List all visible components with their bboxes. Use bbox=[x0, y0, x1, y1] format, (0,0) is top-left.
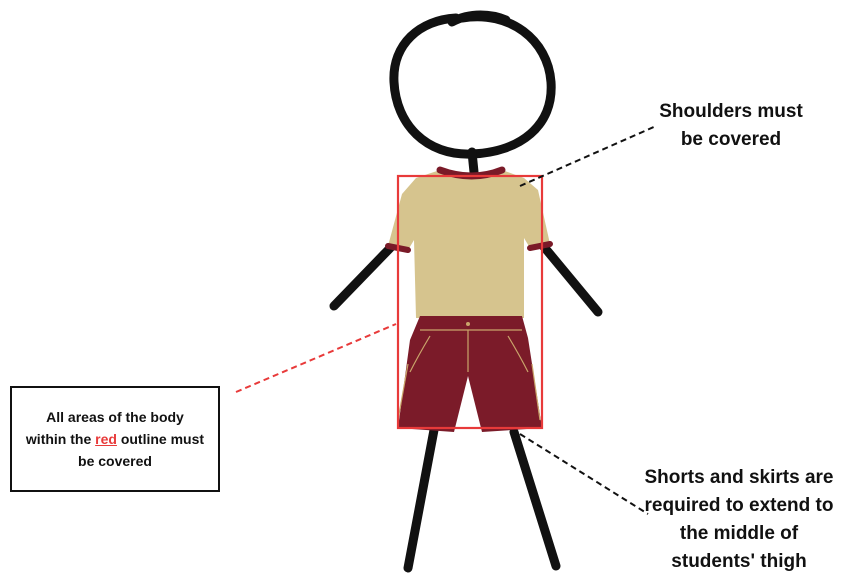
outline-note-line-2: within the red outline must bbox=[17, 428, 213, 450]
shorts bbox=[398, 316, 542, 432]
outline-note-box: All areas of the body within the red out… bbox=[10, 386, 220, 492]
shorts-callout-line-3: the middle of bbox=[636, 520, 842, 548]
shorts-callout-line-1: Shorts and skirts are bbox=[636, 464, 842, 492]
outline-note-line-3: be covered bbox=[17, 450, 213, 472]
shorts-callout-line-2: required to extend to bbox=[636, 492, 842, 520]
outline-note-red-word: red bbox=[95, 431, 117, 447]
left-leg bbox=[408, 430, 434, 568]
neck bbox=[472, 152, 474, 172]
shirt bbox=[388, 170, 550, 318]
left-arm bbox=[334, 244, 394, 306]
shoulders-callout-line-2: be covered bbox=[620, 126, 842, 154]
outline-note-text: All areas of the body within the red out… bbox=[17, 406, 213, 472]
outline-note-line-2-before: within the bbox=[26, 431, 95, 447]
outline-note-line-2-after: outline must bbox=[117, 431, 204, 447]
shorts-callout-line-4: students' thigh bbox=[636, 548, 842, 576]
outline-pointer-line bbox=[236, 324, 396, 392]
shoulders-callout: Shoulders must be covered bbox=[620, 98, 842, 154]
shorts-callout: Shorts and skirts are required to extend… bbox=[636, 464, 842, 576]
head-outline bbox=[394, 15, 551, 154]
shoulders-callout-line-1: Shoulders must bbox=[620, 98, 842, 126]
right-arm bbox=[540, 242, 598, 312]
outline-note-line-1: All areas of the body bbox=[17, 406, 213, 428]
